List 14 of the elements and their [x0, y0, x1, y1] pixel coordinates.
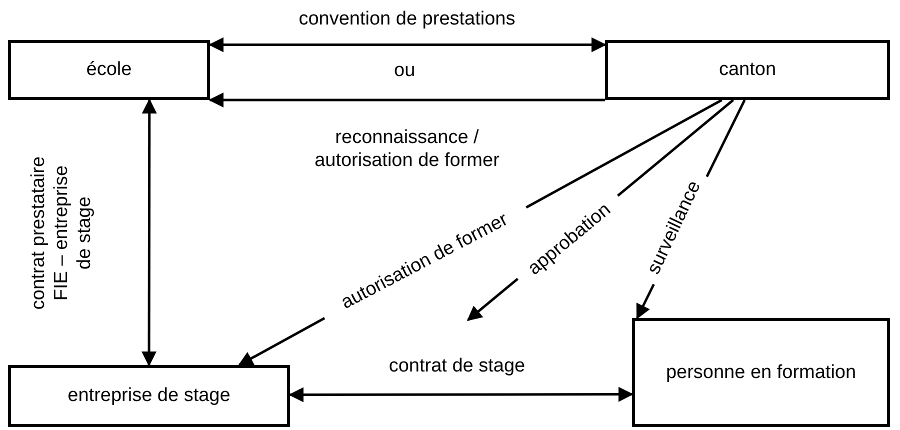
box-label: personne en formation — [666, 360, 856, 384]
entity-box — [632, 318, 890, 427]
box-label: entreprise de stage — [68, 384, 230, 408]
box-label: canton — [718, 58, 776, 82]
arrow — [142, 98, 157, 366]
entity-box — [8, 365, 290, 427]
arrow — [288, 386, 634, 402]
edge-label: contrat prestataire FIE – entreprise de stage — [28, 155, 96, 311]
entity-box — [605, 40, 890, 100]
arrow — [208, 92, 605, 108]
note-label: ou — [394, 60, 416, 82]
arrow — [208, 37, 606, 52]
box-label: école — [86, 58, 132, 82]
entity-box — [8, 40, 210, 100]
